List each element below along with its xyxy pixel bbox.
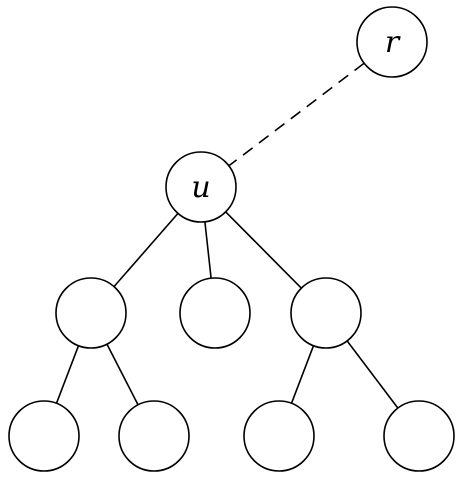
node-label-u: u (191, 170, 210, 205)
edge-c1-g2 (106, 343, 139, 406)
node-label-r: r (385, 25, 401, 60)
edge-c1-g1 (55, 345, 80, 404)
edge-r-u (228, 62, 365, 167)
edge-c3-g4 (346, 340, 399, 409)
edges-layer (55, 62, 399, 409)
node-circle-g4 (383, 400, 455, 472)
edge-u-c3 (225, 211, 302, 289)
tree-node-c1 (55, 277, 127, 349)
tree-node-r: r (356, 6, 428, 78)
node-circle-g3 (243, 400, 315, 472)
edge-u-c2 (204, 221, 212, 279)
node-circle-g1 (8, 400, 80, 472)
node-circle-c3 (290, 277, 362, 349)
tree-node-c2 (179, 277, 251, 349)
tree-node-g2 (118, 400, 190, 472)
node-circle-c2 (179, 277, 251, 349)
node-circle-r (356, 6, 428, 78)
tree-node-c3 (290, 277, 362, 349)
node-circle-g2 (118, 400, 190, 472)
node-circle-c1 (55, 277, 127, 349)
tree-node-g4 (383, 400, 455, 472)
edge-u-c1 (113, 212, 179, 288)
node-circle-u (165, 151, 237, 223)
tree-node-u: u (165, 151, 237, 223)
edge-c3-g3 (290, 345, 315, 404)
tree-node-g3 (243, 400, 315, 472)
tree-node-g1 (8, 400, 80, 472)
nodes-layer: ru (8, 6, 455, 472)
